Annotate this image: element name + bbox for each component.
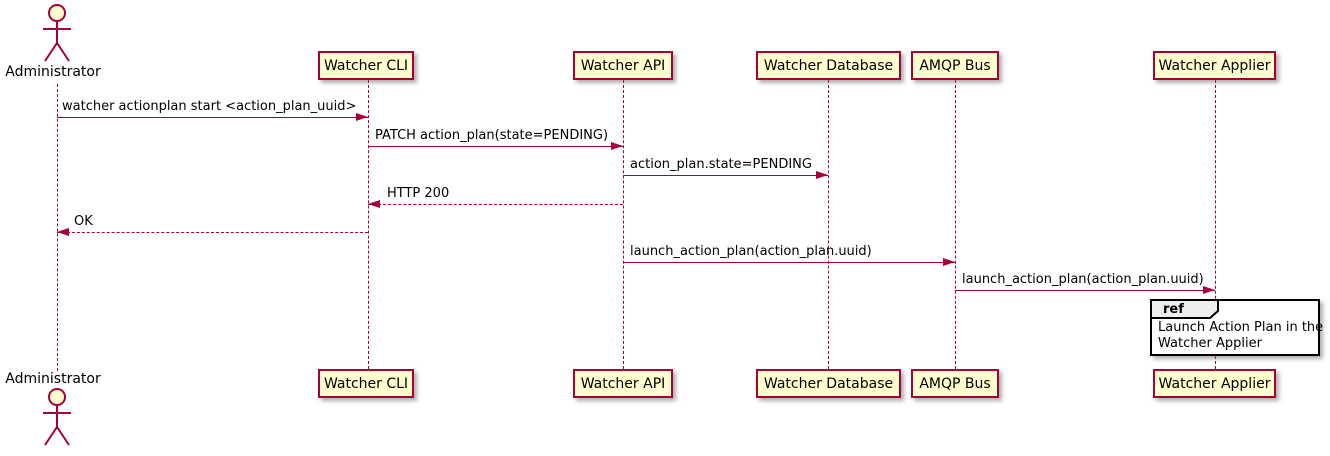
message-label: launch_action_plan(action_plan.uuid) — [630, 244, 872, 259]
participant-watcher-cli-bottom: Watcher CLI — [318, 369, 414, 398]
lifeline-watcher-cli — [368, 80, 369, 369]
message-line — [623, 262, 955, 263]
message-label: OK — [74, 214, 93, 229]
participant-label: Watcher CLI — [323, 57, 409, 74]
actor-icon — [40, 387, 74, 453]
participant-label: AMQP Bus — [919, 57, 991, 74]
participant-label: Watcher CLI — [323, 375, 409, 392]
arrowhead-icon — [368, 200, 380, 208]
message-line — [368, 146, 623, 147]
actor-administrator-bottom: Administrator — [5, 371, 101, 387]
participant-watcher-api-bottom: Watcher API — [573, 369, 673, 398]
message-line — [623, 175, 828, 176]
participant-label: Watcher Database — [763, 57, 894, 74]
ref-fragment: ref Launch Action Plan in the Watcher Ap… — [1150, 299, 1324, 356]
lifeline-amqp-bus — [955, 80, 956, 369]
arrowhead-icon — [356, 113, 368, 121]
actor-icon — [40, 3, 74, 69]
participant-label: Watcher Applier — [1158, 375, 1271, 392]
participant-amqp-bus-top: AMQP Bus — [911, 51, 999, 80]
ref-text-line1: Launch Action Plan in the — [1158, 320, 1324, 335]
lifeline-administrator — [57, 84, 58, 371]
lifeline-watcher-database — [828, 80, 829, 369]
participant-watcher-applier-top: Watcher Applier — [1153, 51, 1276, 80]
participant-watcher-database-bottom: Watcher Database — [756, 369, 901, 398]
participant-amqp-bus-bottom: AMQP Bus — [911, 369, 999, 398]
message-line — [57, 232, 368, 233]
message-label: watcher actionplan start <action_plan_uu… — [62, 99, 357, 114]
message-label: action_plan.state=PENDING — [630, 157, 812, 172]
message-line — [368, 204, 623, 205]
arrowhead-icon — [1203, 286, 1215, 294]
participant-watcher-api-top: Watcher API — [573, 51, 673, 80]
ref-keyword: ref — [1163, 302, 1184, 317]
participant-watcher-cli-top: Watcher CLI — [318, 51, 414, 80]
ref-text-line2: Watcher Applier — [1158, 336, 1262, 351]
arrowhead-icon — [611, 142, 623, 150]
actor-administrator-top: Administrator — [5, 64, 101, 80]
participant-label: Watcher API — [580, 375, 666, 392]
message-label: launch_action_plan(action_plan.uuid) — [962, 272, 1204, 287]
participant-watcher-applier-bottom: Watcher Applier — [1153, 369, 1276, 398]
message-label: HTTP 200 — [387, 186, 450, 201]
arrowhead-icon — [57, 228, 69, 236]
ref-header-pentagon — [1150, 299, 1219, 319]
message-line — [57, 117, 368, 118]
message-label: PATCH action_plan(state=PENDING) — [375, 128, 609, 143]
participant-watcher-database-top: Watcher Database — [756, 51, 901, 80]
participant-label: Watcher Database — [763, 375, 894, 392]
message-line — [955, 290, 1215, 291]
arrowhead-icon — [816, 171, 828, 179]
participant-label: AMQP Bus — [919, 375, 991, 392]
arrowhead-icon — [943, 258, 955, 266]
lifeline-watcher-api — [623, 80, 624, 369]
participant-label: Watcher Applier — [1158, 57, 1271, 74]
lifeline-watcher-applier — [1215, 80, 1216, 369]
participant-label: Watcher API — [580, 57, 666, 74]
